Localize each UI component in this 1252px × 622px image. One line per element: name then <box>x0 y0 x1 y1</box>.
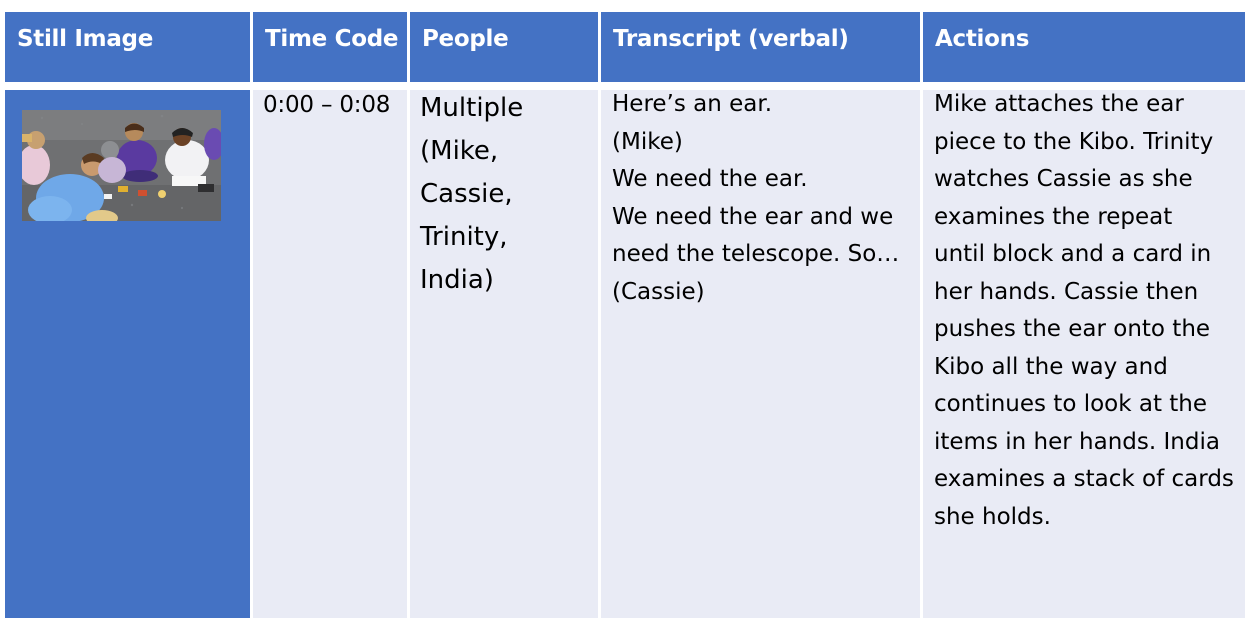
transcript-cell: Here’s an ear. (Mike) We need the ear. W… <box>601 90 920 618</box>
transcript-line: need the telescope. So… <box>612 241 900 267</box>
header-still-image: Still Image <box>5 12 250 82</box>
actions-line: pushes the ear onto the <box>934 316 1211 342</box>
transcript-line: Here’s an ear. <box>612 91 773 117</box>
transcript-line: (Cassie) <box>612 278 705 305</box>
header-actions: Actions <box>923 12 1245 82</box>
time-code-value: 0:00 – 0:08 <box>263 92 391 118</box>
people-line: Trinity, <box>420 222 508 252</box>
people-line: Multiple <box>420 93 524 123</box>
people-cell: Multiple (Mike, Cassie, Trinity, India) <box>410 90 598 618</box>
people-line: India) <box>420 265 494 295</box>
people-value: Multiple (Mike, Cassie, Trinity, India) <box>410 87 598 302</box>
actions-line: piece to the Kibo. Trinity <box>934 128 1214 155</box>
transcript-line: (Mike) <box>612 128 683 155</box>
actions-line: until block and a card in <box>934 241 1212 267</box>
header-people: People <box>410 12 598 82</box>
actions-line: examines a stack of cards <box>934 466 1234 492</box>
people-line: Cassie, <box>420 179 513 209</box>
time-code-cell: 0:00 – 0:08 <box>253 90 407 618</box>
still-image-photo <box>22 110 221 221</box>
actions-value: Mike attaches the ear piece to the Kibo.… <box>923 86 1245 536</box>
actions-line: watches Cassie as she <box>934 166 1193 192</box>
actions-cell: Mike attaches the ear piece to the Kibo.… <box>923 90 1245 618</box>
actions-line: she holds. <box>934 503 1051 530</box>
transcript-value: Here’s an ear. (Mike) We need the ear. W… <box>601 86 920 311</box>
people-line: (Mike, <box>420 136 499 166</box>
actions-line: examines the repeat <box>934 203 1173 230</box>
actions-line: items in her hands. India <box>934 428 1220 455</box>
actions-line: Kibo all the way and <box>934 353 1168 380</box>
header-transcript: Transcript (verbal) <box>601 12 920 82</box>
actions-line: her hands. Cassie then <box>934 278 1199 305</box>
actions-line: continues to look at the <box>934 391 1208 417</box>
transcript-line: We need the ear. <box>612 166 808 192</box>
still-image-cell <box>5 90 250 618</box>
actions-line: Mike attaches the ear <box>934 91 1184 117</box>
transcript-line: We need the ear and we <box>612 203 894 230</box>
header-time-code: Time Code <box>253 12 407 82</box>
